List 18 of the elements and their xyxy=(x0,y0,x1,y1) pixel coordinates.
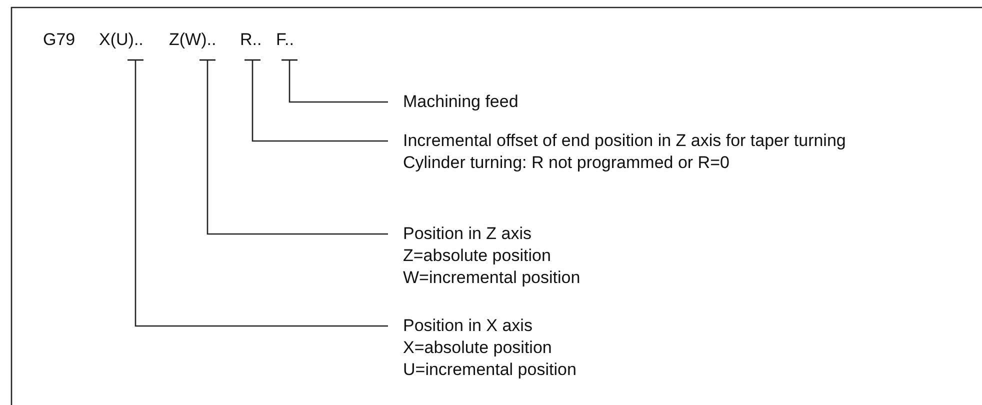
description-text: W=incremental position xyxy=(403,267,582,289)
leader-line xyxy=(198,59,388,235)
description-heading: Position in X axis xyxy=(403,315,534,337)
description-heading: Incremental offset of end position in Z axis for taper turning xyxy=(403,130,847,152)
description-text: Z=absolute position xyxy=(403,245,552,267)
description-text: X=absolute position xyxy=(403,337,553,359)
code-word: Z(W).. xyxy=(169,30,235,60)
description-heading: Position in Z axis xyxy=(403,223,532,245)
leader-line xyxy=(244,59,388,142)
description-heading: Machining feed xyxy=(403,91,520,113)
code-word: R.. xyxy=(240,30,270,60)
leader-line xyxy=(126,59,388,327)
command-code: G79 xyxy=(43,30,76,50)
description-text: U=incremental position xyxy=(403,359,578,381)
code-word: F.. xyxy=(276,30,304,60)
description-text: Cylinder turning: R not programmed or R=0 xyxy=(403,152,730,174)
leader-line xyxy=(280,59,388,103)
code-word: X(U).. xyxy=(99,30,165,60)
